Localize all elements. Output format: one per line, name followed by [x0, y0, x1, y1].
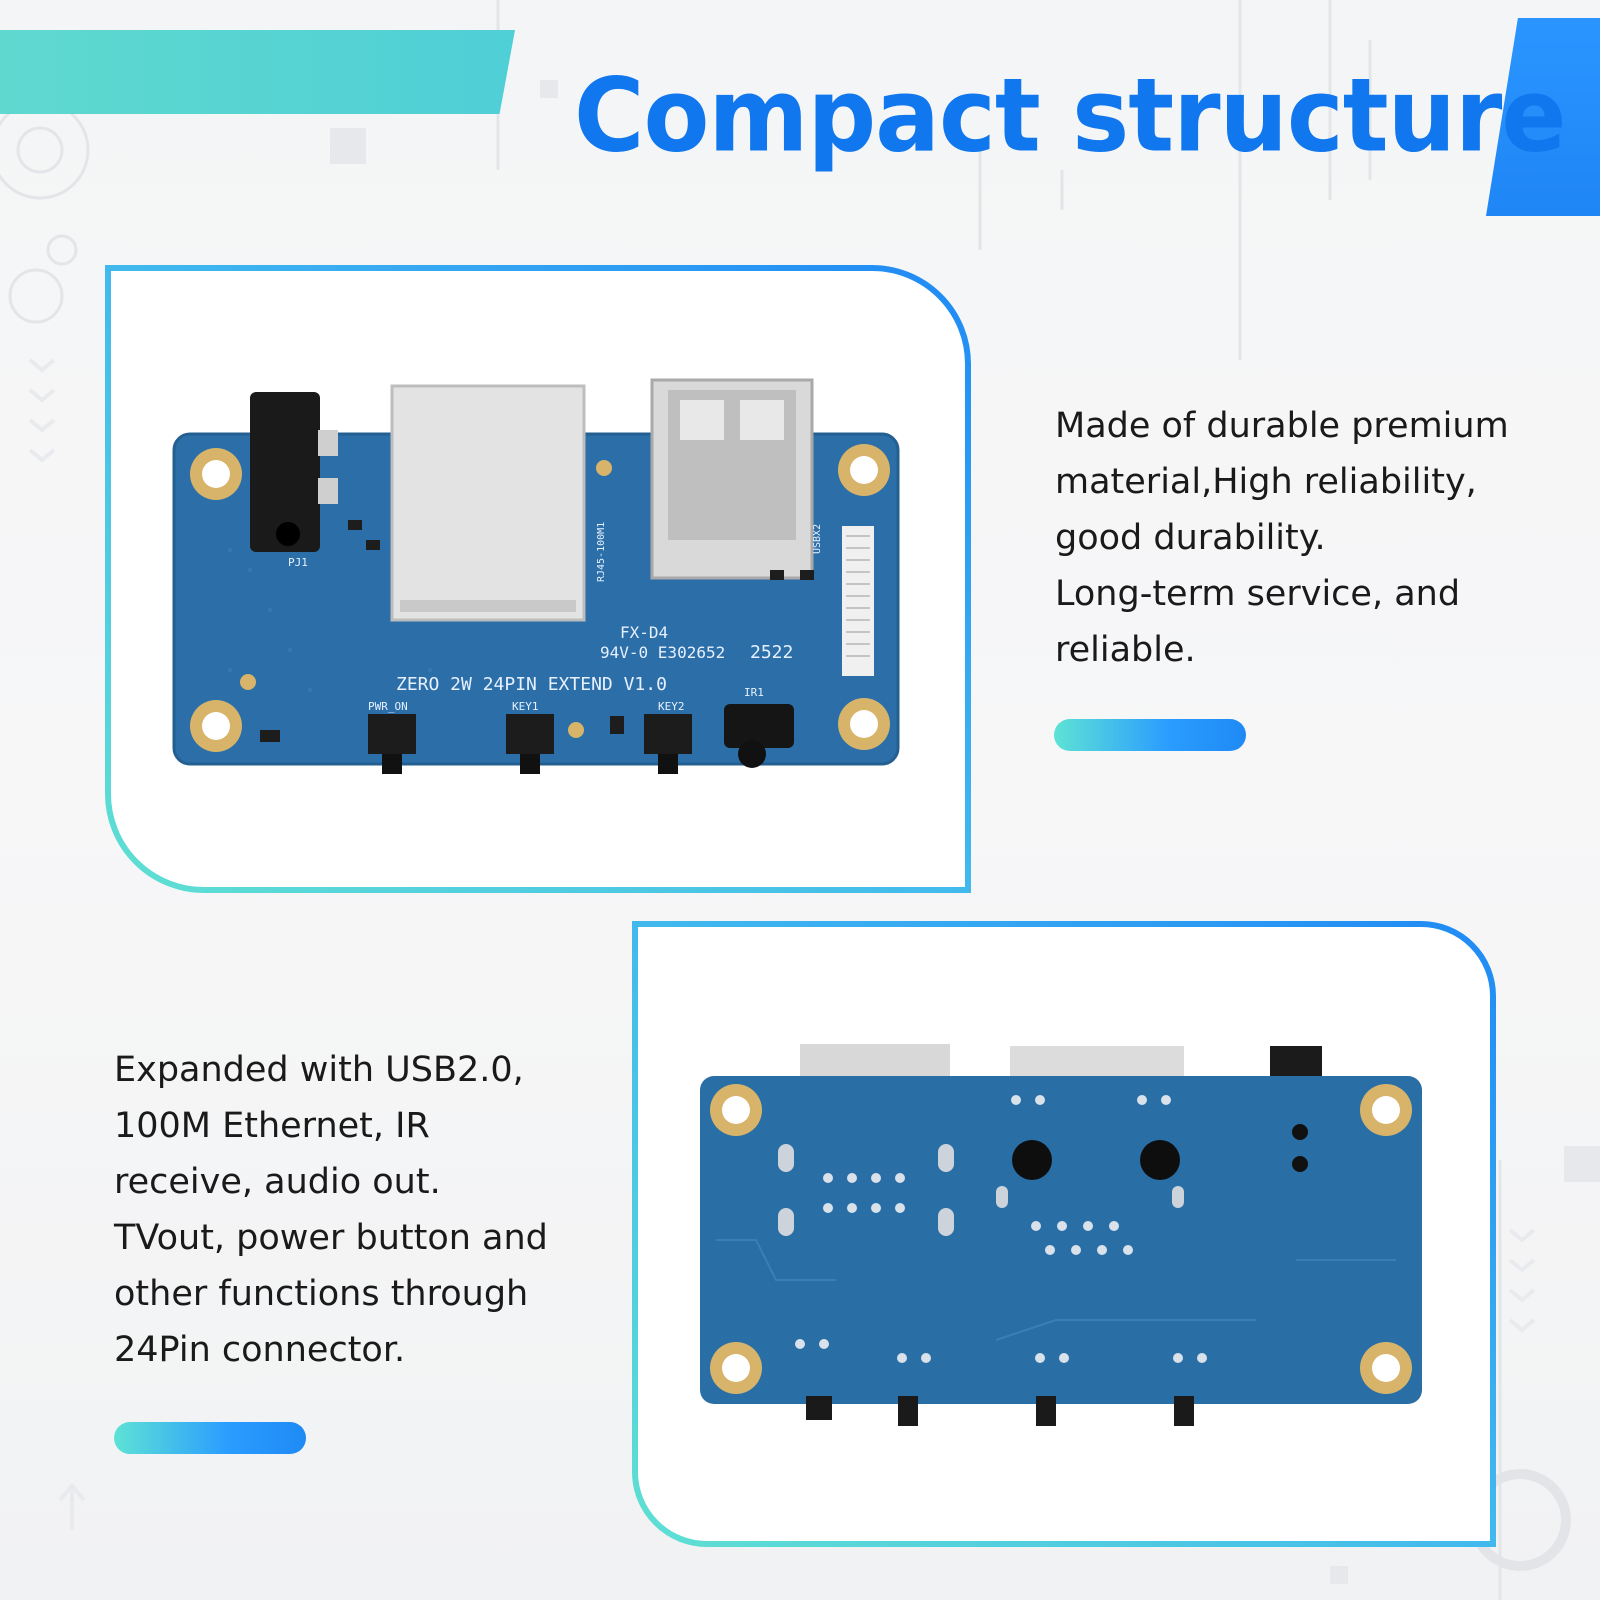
description-line: Expanded with USB2.0,	[114, 1050, 524, 1090]
description-line: 100M Ethernet, IR	[114, 1106, 430, 1146]
description-line: other functions through	[114, 1274, 529, 1314]
silk-ul: 94V-0 E302652	[600, 643, 725, 662]
description-line: reliable.	[1055, 630, 1196, 670]
description-line: 24Pin connector.	[114, 1330, 406, 1370]
silk-pwr: PWR_ON	[368, 700, 408, 713]
description-line: Made of durable premium	[1055, 406, 1509, 446]
description-line: Long-term service, and	[1055, 574, 1461, 614]
accent-pill-bottom	[114, 1422, 306, 1454]
silk-board-name: ZERO 2W 24PIN EXTEND V1.0	[396, 674, 667, 695]
board-back-photo	[696, 1040, 1432, 1440]
header-teal-bar	[0, 30, 515, 114]
board-front-photo: ZERO 2W 24PIN EXTEND V1.0 FX-D4 94V-0 E3…	[170, 370, 910, 790]
description-line: material,High reliability,	[1055, 462, 1477, 502]
description-features: Expanded with USB2.0, 100M Ethernet, IR …	[114, 1042, 614, 1378]
silk-date: 2522	[750, 642, 793, 663]
silk-fx: FX-D4	[620, 623, 668, 642]
silk-rj45: RJ45-100M1	[596, 522, 607, 582]
description-line: TVout, power button and	[114, 1218, 548, 1258]
silk-key2: KEY2	[658, 700, 685, 713]
description-line: receive, audio out.	[114, 1162, 441, 1202]
silk-key1: KEY1	[512, 700, 539, 713]
page-title: Compact structure	[574, 56, 1566, 175]
description-line: good durability.	[1055, 518, 1326, 558]
description-durability: Made of durable premium material,High re…	[1055, 398, 1575, 678]
silk-pj1: PJ1	[288, 556, 308, 569]
silk-usb: USBX2	[812, 524, 823, 554]
silk-ir1: IR1	[744, 686, 764, 699]
accent-pill-top	[1054, 719, 1246, 751]
